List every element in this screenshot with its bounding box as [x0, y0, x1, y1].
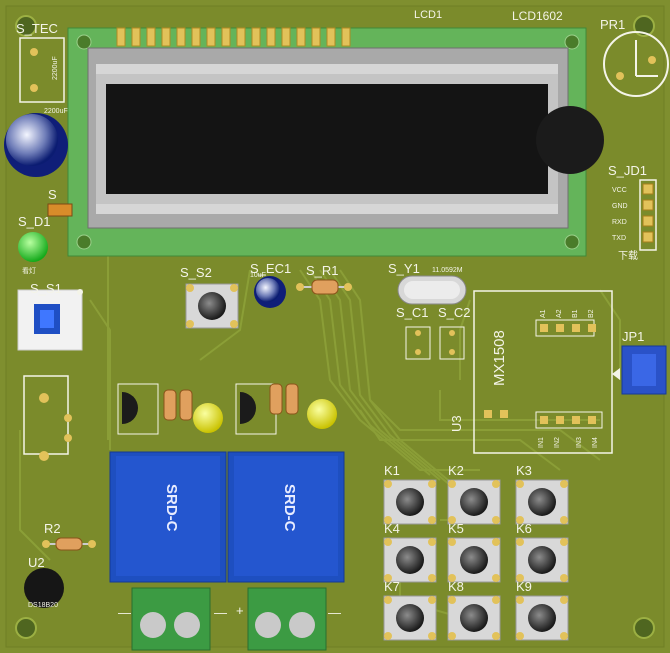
- label-jp1: JP1: [622, 329, 645, 344]
- temperature-sensor-u2: [24, 568, 64, 608]
- key-label-k8: K8: [448, 579, 464, 594]
- key-k4[interactable]: [383, 537, 437, 583]
- sensor-outline: [23, 375, 72, 461]
- terminal-1-minus: —: [118, 605, 131, 620]
- relay-1-label: SRD-C: [163, 484, 180, 532]
- crystal-y1: [397, 275, 467, 305]
- key-label-k2: K2: [448, 463, 464, 478]
- jd-pin-gnd: GND: [612, 203, 628, 210]
- key-label-k4: K4: [384, 521, 400, 536]
- label-s-s1: S_S1: [30, 281, 62, 296]
- driver-circuit-2: [235, 383, 337, 435]
- label-s-tec: S_TEC: [16, 21, 58, 36]
- label-ec-value: 2200uF: [52, 56, 59, 80]
- label-ec1-value: 10uF: [250, 272, 266, 279]
- resistor-r2: [42, 537, 96, 551]
- label-s-d1: S_D1: [18, 214, 51, 229]
- key-k5[interactable]: [447, 537, 501, 583]
- capacitor-ec1: [254, 276, 286, 308]
- key-k1[interactable]: [383, 479, 437, 525]
- terminal-2-minus: —: [328, 605, 341, 620]
- mx-pin-in4: IN4: [592, 437, 599, 448]
- key-label-k5: K5: [448, 521, 464, 536]
- label-pr1: PR1: [600, 17, 626, 32]
- label-ec-value-2: 2200uF: [44, 108, 68, 115]
- label-s-ec1: S_EC1: [250, 261, 292, 276]
- mx-pin-a2: A2: [556, 309, 563, 318]
- lcd-ref-label: LCD1: [414, 9, 443, 21]
- label-power-note: 看灯: [22, 268, 36, 275]
- resistor-r1: [296, 279, 352, 295]
- relay-1: [109, 451, 227, 583]
- label-s-c1: S_C1: [396, 305, 429, 320]
- terminal-1-minus-right: —: [214, 605, 227, 620]
- label-s-partial: S: [48, 187, 57, 202]
- lcd-model-label: LCD1602: [512, 9, 563, 23]
- power-led: [18, 232, 48, 262]
- download-header: [639, 179, 657, 251]
- terminal-block-1: [131, 587, 211, 651]
- buzzer: [536, 106, 604, 174]
- key-k7[interactable]: [383, 595, 437, 641]
- label-s-y1: S_Y1: [388, 261, 420, 276]
- label-s-r1: S_R1: [306, 263, 339, 278]
- jd-pin-rxd: RXD: [612, 219, 627, 226]
- relay-2-label: SRD-C: [281, 484, 298, 532]
- label-s-s2: S_S2: [180, 265, 212, 280]
- label-s-c2: S_C2: [438, 305, 471, 320]
- electrolytic-capacitor-ec: [4, 113, 68, 177]
- label-jd-note: 下载: [618, 251, 638, 262]
- jd-pin-vcc: VCC: [612, 187, 627, 194]
- caps-c1-c2: [405, 326, 465, 360]
- mx-pin-b1: B1: [572, 309, 579, 318]
- label-crystal: 11.0592M: [432, 267, 463, 274]
- key-label-k3: K3: [516, 463, 532, 478]
- key-k9[interactable]: [515, 595, 569, 641]
- key-k8[interactable]: [447, 595, 501, 641]
- key-label-k7: K7: [384, 579, 400, 594]
- label-u2-part: DS18B20: [28, 602, 58, 609]
- terminal-2-plus: +: [236, 603, 244, 618]
- lcd-screen: [106, 84, 548, 194]
- label-s-jd1: S_JD1: [608, 163, 648, 178]
- driver-circuit-1: [117, 383, 223, 435]
- key-matrix: [383, 479, 569, 641]
- key-k2[interactable]: [447, 479, 501, 525]
- key-label-k9: K9: [516, 579, 532, 594]
- mx-pin-in1: IN1: [538, 437, 545, 448]
- relay-2: [227, 451, 345, 583]
- lcd-module: [67, 27, 587, 257]
- terminal-block-2: [247, 587, 327, 651]
- mx1508-module: [473, 290, 613, 454]
- key-label-k1: K1: [384, 463, 400, 478]
- key-label-k6: K6: [516, 521, 532, 536]
- label-u2: U2: [28, 555, 45, 570]
- key-k3[interactable]: [515, 479, 569, 525]
- key-k6[interactable]: [515, 537, 569, 583]
- tec-sensor-outline: [19, 37, 65, 103]
- label-mx1508: MX1508: [491, 330, 508, 386]
- mounting-holes: [15, 15, 655, 639]
- photoresistor-pr1: [603, 31, 669, 97]
- mx-pin-in2: IN2: [554, 437, 561, 448]
- label-r2: R2: [44, 521, 61, 536]
- mx-pin-a1: A1: [540, 309, 547, 318]
- power-switch: [17, 289, 83, 351]
- jd-pin-txd: TXD: [612, 235, 626, 242]
- connector-jp1: [612, 345, 667, 395]
- mx-pin-b2: B2: [588, 309, 595, 318]
- button-s2[interactable]: [185, 283, 239, 329]
- label-u3: U3: [449, 415, 464, 432]
- mx-pin-in3: IN3: [576, 437, 583, 448]
